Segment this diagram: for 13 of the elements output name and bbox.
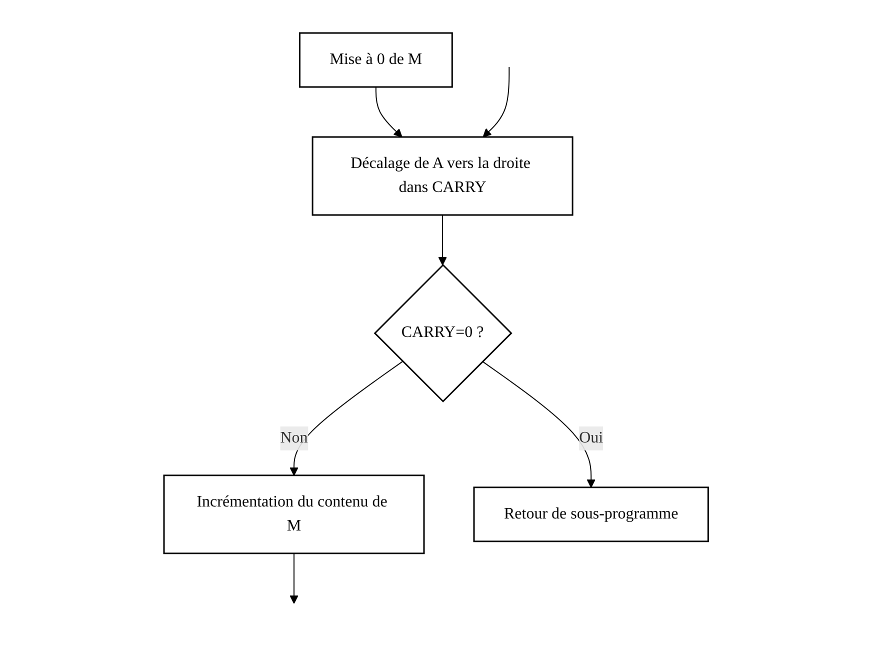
- node-diamond: CARRY=0 ?: [374, 264, 512, 403]
- edge-label: Oui: [579, 430, 603, 447]
- arrow: [438, 214, 447, 266]
- arrow: [290, 361, 404, 476]
- arrow: [290, 553, 298, 604]
- node-box: Incrémentation du contenu de M: [163, 474, 425, 554]
- arrow: [375, 86, 402, 138]
- arrow: [482, 66, 510, 138]
- node-box: Décalage de A vers la droite dans CARRY: [312, 136, 574, 216]
- node-box: Mise à 0 de M: [298, 32, 453, 88]
- node-box: Retour de sous-programme: [473, 486, 709, 542]
- edge-label: Non: [280, 430, 308, 447]
- arrow: [482, 361, 596, 488]
